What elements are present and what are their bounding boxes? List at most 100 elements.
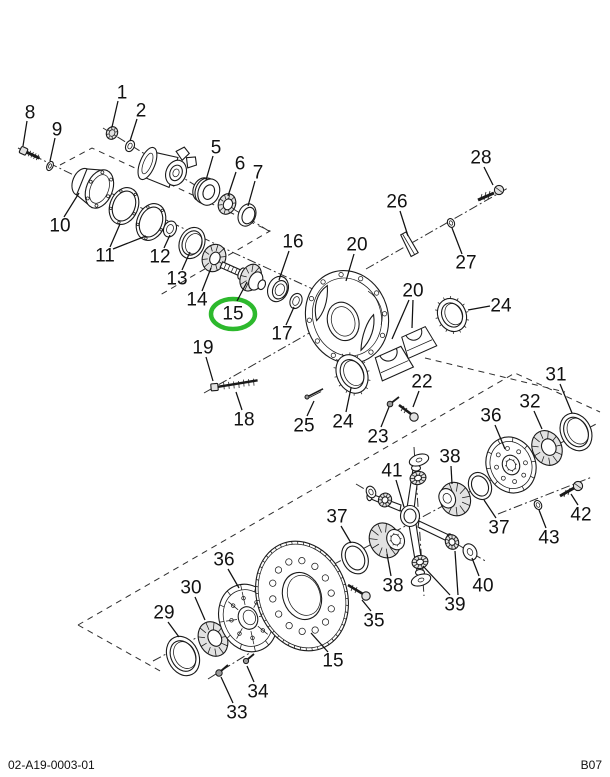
leader-line-20b-1 <box>411 299 414 329</box>
leader-line-26 <box>399 210 409 237</box>
callout-42: 42 <box>570 505 591 526</box>
part-39-pinion-gear <box>444 534 460 550</box>
callout-11: 11 <box>95 246 115 267</box>
part-20-carrier <box>304 269 390 365</box>
part-16-bearing <box>266 275 290 303</box>
leader-line-39 <box>422 565 451 596</box>
part-37-thrust-washer <box>467 471 493 501</box>
callout-20b: 20 <box>402 281 423 302</box>
leader-line-20a <box>345 253 355 282</box>
part-24-adjusting-ring <box>333 352 371 396</box>
leader-line-15 <box>236 281 248 302</box>
leader-line-7 <box>247 180 256 207</box>
callout-24a: 24 <box>332 412 354 433</box>
part-2-washer <box>124 139 136 153</box>
callout-18: 18 <box>233 410 254 431</box>
part-40-washer <box>462 543 478 561</box>
leader-line-20b <box>391 299 410 340</box>
part-39-pinion-gear <box>377 492 393 508</box>
part-38-side-gear <box>368 522 406 559</box>
part-40-washer <box>410 573 432 587</box>
leader-line-2 <box>129 118 138 142</box>
callout-27: 27 <box>455 253 476 274</box>
leader-line-33 <box>220 676 234 704</box>
yoke <box>137 146 198 189</box>
leader-line-31 <box>559 383 573 414</box>
callout-16: 16 <box>282 232 303 253</box>
part-35-bolt <box>347 583 371 601</box>
callout-25: 25 <box>293 416 314 437</box>
callout-6: 6 <box>235 154 246 175</box>
part-24-adjusting-ring <box>435 296 469 334</box>
callout-34: 34 <box>247 682 269 703</box>
part-37-thrust-washer <box>341 541 369 575</box>
part-34-rivet <box>242 653 255 665</box>
part-20-bearing-cap <box>401 326 438 360</box>
callout-29: 29 <box>153 603 174 624</box>
callout-32: 32 <box>519 392 540 413</box>
callout-10: 10 <box>49 216 70 237</box>
part-26-lock-bracket <box>399 231 419 258</box>
leader-line-36L <box>227 568 240 589</box>
part-22-bolt <box>398 403 419 422</box>
leader-line-34 <box>246 665 255 683</box>
part-5-seal <box>192 177 221 206</box>
callout-17: 17 <box>271 324 292 345</box>
leader-line-13 <box>181 251 191 271</box>
part-27-washer <box>446 218 456 228</box>
callout-39: 39 <box>444 595 465 616</box>
leader-line-36R <box>494 424 506 450</box>
part-20-bearing-cap <box>374 345 415 382</box>
part-17-washer <box>289 292 303 310</box>
part-12-washer <box>162 220 178 238</box>
callout-36L: 36 <box>213 550 234 571</box>
part-23-bolt <box>386 396 400 408</box>
part-39-pinion-gear <box>411 554 429 570</box>
part-33-rivet <box>215 664 229 677</box>
leader-line-38BL <box>386 553 392 577</box>
leader-line-43 <box>538 509 547 529</box>
callout-7: 7 <box>253 163 264 184</box>
callout-12: 12 <box>149 247 170 268</box>
part-9-washer <box>46 160 54 172</box>
part-1-nut <box>105 126 119 140</box>
leader-line-11 <box>109 223 121 248</box>
leader-line-14 <box>201 267 212 292</box>
part-11-shim <box>108 187 140 225</box>
leader-line-24a <box>345 387 352 413</box>
callout-9: 9 <box>52 120 63 141</box>
callout-37R: 37 <box>488 518 509 539</box>
callout-1: 1 <box>117 83 128 104</box>
part-32-bearing-cone <box>531 430 563 466</box>
part-40-washer <box>365 485 377 499</box>
leader-line-30 <box>194 596 206 621</box>
callout-38BL: 38 <box>382 576 403 597</box>
leader-line-24b <box>467 305 491 311</box>
pinion-assembly <box>18 126 505 422</box>
leader-line-41 <box>395 479 405 508</box>
callout-13: 13 <box>166 269 187 290</box>
callout-30: 30 <box>180 578 201 599</box>
part-41-spider <box>366 464 453 577</box>
leader-line-15B <box>310 632 329 653</box>
part-29-bearing-cup <box>165 635 201 677</box>
callout-37L: 37 <box>326 507 347 528</box>
leader-line-27 <box>451 227 463 255</box>
leader-line-28 <box>483 166 494 186</box>
callout-26: 26 <box>386 192 407 213</box>
sheet-code: B07 <box>580 758 602 772</box>
callout-36R: 36 <box>480 406 501 427</box>
leader-line-23 <box>380 406 390 428</box>
part-6-bearing <box>217 193 237 215</box>
callout-15B: 15 <box>322 651 343 672</box>
leader-line-10 <box>63 192 80 218</box>
leader-line-17 <box>285 306 295 326</box>
part-42-bolt <box>559 480 584 498</box>
leader-line-39-1 <box>454 550 459 596</box>
callout-41: 41 <box>381 461 402 482</box>
part-18-19-stud <box>210 378 258 392</box>
differential-assembly <box>165 412 593 677</box>
